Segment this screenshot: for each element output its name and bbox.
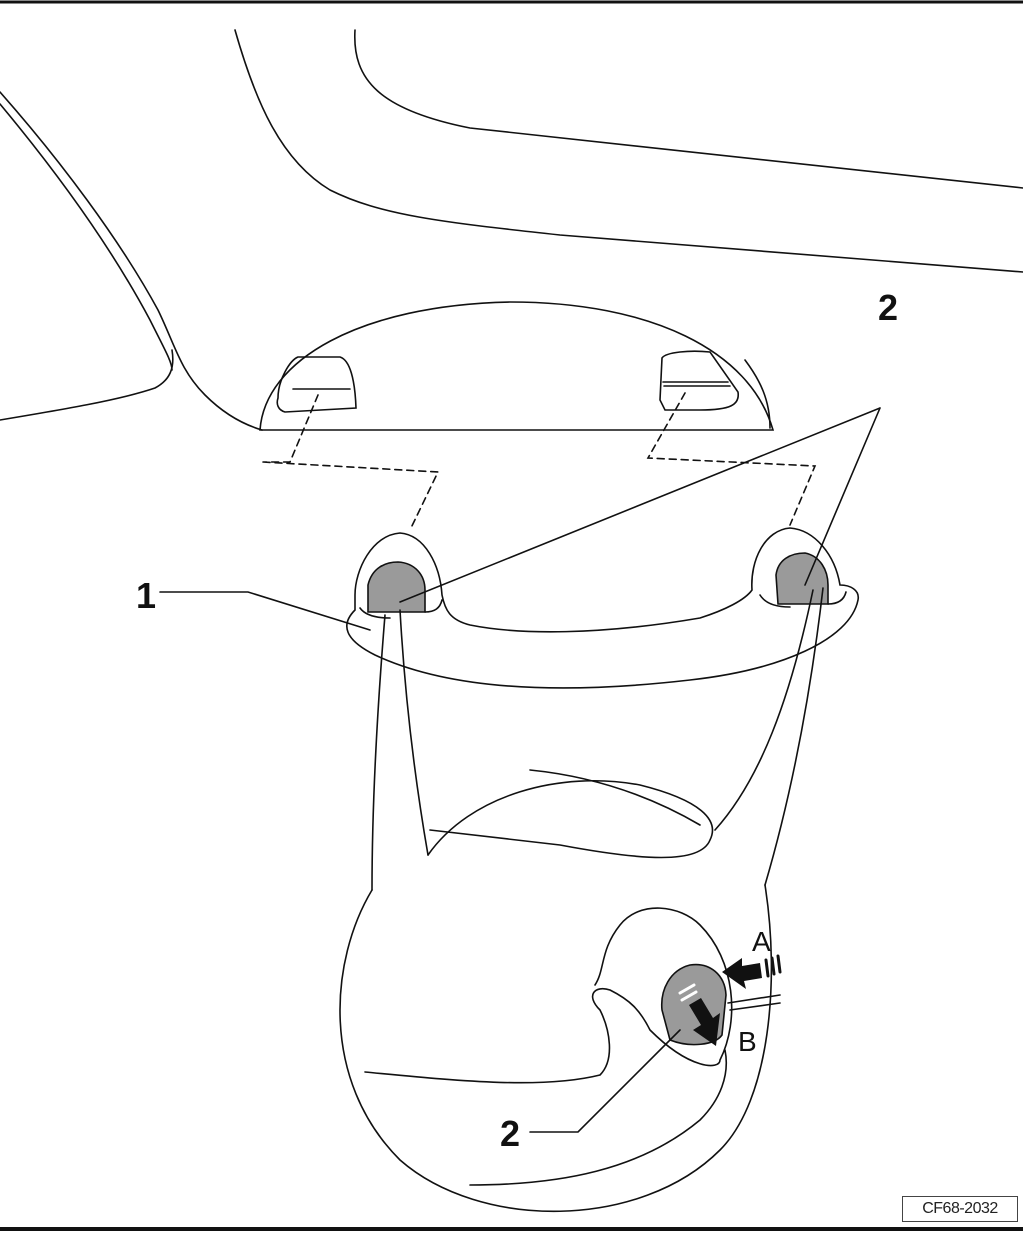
leader-2-top (399, 407, 881, 603)
grab-handle (346, 527, 860, 689)
pillar-lower (0, 349, 174, 421)
callout-2-top: 2 (878, 287, 899, 328)
alignment-line-right (646, 392, 817, 526)
detail-mount (364, 907, 733, 1084)
magnifier-circle (339, 884, 773, 1213)
arrow-b (689, 998, 720, 1046)
pillar-edge-1 (0, 91, 263, 431)
alignment-line-left (262, 394, 440, 531)
roof-trim (354, 29, 1023, 189)
callout-1: 1 (136, 575, 157, 616)
headliner-edge (234, 29, 1023, 273)
console-right-slot (659, 350, 739, 411)
callout-2-detail: 2 (500, 1113, 521, 1154)
right-clip (775, 552, 829, 605)
figure-reference: CF68-2032 (902, 1196, 1018, 1222)
console-left-slot (276, 356, 357, 413)
pillar-edge-2 (0, 103, 173, 371)
left-clip (367, 561, 426, 613)
arrow-a-label: A (752, 926, 771, 957)
arrow-a (722, 958, 762, 989)
leader-1 (159, 591, 371, 631)
detail-handle-top (427, 779, 714, 859)
arrow-b-label: B (738, 1026, 757, 1057)
leader-2-detail (529, 1029, 681, 1133)
console-dome (259, 301, 775, 431)
magnifier-cone (371, 587, 824, 891)
